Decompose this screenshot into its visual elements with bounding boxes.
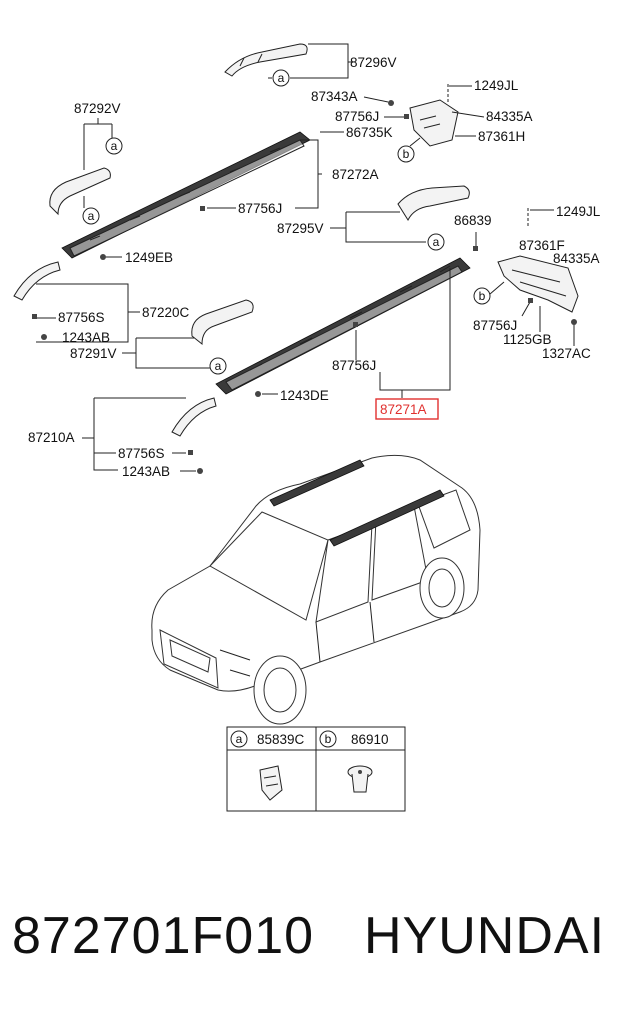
svg-text:a: a	[278, 71, 285, 85]
highlight-box	[375, 398, 439, 420]
legend-callout-b: b	[319, 730, 337, 748]
vehicle-illustration	[151, 454, 481, 725]
fastener-icon	[353, 322, 358, 327]
label-1249JL-right: 1249JL	[556, 204, 601, 219]
part-number: 872701F010	[12, 907, 315, 965]
svg-text:a: a	[236, 732, 243, 746]
label-87296V: 87296V	[350, 55, 397, 70]
legend-part-a: 85839C	[257, 732, 305, 747]
label-87292V: 87292V	[74, 101, 121, 116]
label-1125GB: 1125GB	[503, 332, 552, 347]
label-84335A-top: 84335A	[486, 109, 533, 124]
label-87756J-top: 87756J	[335, 109, 379, 124]
svg-text:a: a	[111, 139, 118, 153]
screw-icon	[197, 468, 203, 474]
clip-icon	[473, 246, 478, 251]
label-87361F: 87361F	[519, 238, 565, 253]
label-1249EB: 1249EB	[125, 250, 173, 265]
label-87272A: 87272A	[332, 167, 379, 182]
brand-name: HYUNDAI	[364, 907, 606, 965]
legend-callout-a: a	[230, 730, 248, 748]
label-1243AB-bottom: 1243AB	[122, 464, 170, 479]
svg-text:b: b	[403, 147, 410, 161]
callout-b: b	[473, 287, 491, 305]
label-1249JL-top: 1249JL	[474, 78, 519, 93]
bolt-icon	[100, 254, 106, 260]
rear-bracket-top	[409, 99, 459, 147]
label-87756J-low: 87756J	[332, 358, 376, 373]
label-87220C: 87220C	[142, 305, 190, 320]
label-87343A: 87343A	[311, 89, 358, 104]
label-87291V: 87291V	[70, 346, 117, 361]
front-moulding-upper	[13, 261, 61, 301]
callout-a: a	[209, 357, 227, 375]
label-87210A: 87210A	[28, 430, 75, 445]
callout-a: a	[272, 69, 290, 87]
svg-text:b: b	[479, 289, 486, 303]
label-84335A-right: 84335A	[553, 251, 600, 266]
roof-rack-end-cap-right	[397, 185, 470, 222]
clip-part-icon	[259, 765, 283, 801]
label-1243AB-left: 1243AB	[62, 330, 110, 345]
grommet-part-icon	[347, 765, 373, 793]
label-87361H: 87361H	[478, 129, 525, 144]
fastener-icon	[528, 298, 533, 303]
label-87756J-mid: 87756J	[238, 201, 282, 216]
roof-rail-upper	[61, 131, 311, 259]
screw-icon	[41, 334, 47, 340]
clip-icon	[388, 100, 394, 106]
fastener-icon	[200, 206, 205, 211]
bolt-icon	[255, 391, 261, 397]
label-87756S-left: 87756S	[58, 310, 105, 325]
front-end-cap-lower	[191, 299, 254, 346]
callout-a: a	[105, 137, 123, 155]
rear-bracket-right	[497, 255, 579, 313]
footer: 872701F010 HYUNDAI	[0, 900, 620, 980]
nut-icon	[571, 319, 577, 325]
callout-b: b	[397, 145, 415, 163]
fastener-icon	[404, 114, 409, 119]
roof-rack-end-cap-top	[224, 43, 308, 77]
callout-a: a	[427, 233, 445, 251]
parts-diagram: a 87296V 87343A 1249JL 87756J 84335A 867…	[13, 43, 601, 812]
svg-text:a: a	[215, 359, 222, 373]
front-end-cap-upper	[49, 167, 111, 216]
label-87756S-bottom: 87756S	[118, 446, 165, 461]
callout-a: a	[82, 207, 100, 225]
label-86735K: 86735K	[346, 125, 393, 140]
clip-icon	[32, 314, 37, 319]
label-87295V: 87295V	[277, 221, 324, 236]
label-86839: 86839	[454, 213, 492, 228]
label-87271A-highlighted: 87271A	[380, 402, 427, 417]
front-moulding-lower	[171, 397, 217, 437]
clip-icon	[188, 450, 193, 455]
label-87756J-right: 87756J	[473, 318, 517, 333]
legend-part-b: 86910	[351, 732, 389, 747]
svg-text:a: a	[88, 209, 95, 223]
svg-text:a: a	[433, 235, 440, 249]
svg-text:b: b	[325, 732, 332, 746]
label-1243DE: 1243DE	[280, 388, 329, 403]
legend-table: a 85839C b 86910	[226, 726, 406, 812]
label-1327AC: 1327AC	[542, 346, 591, 361]
roof-rail-lower	[215, 257, 471, 395]
